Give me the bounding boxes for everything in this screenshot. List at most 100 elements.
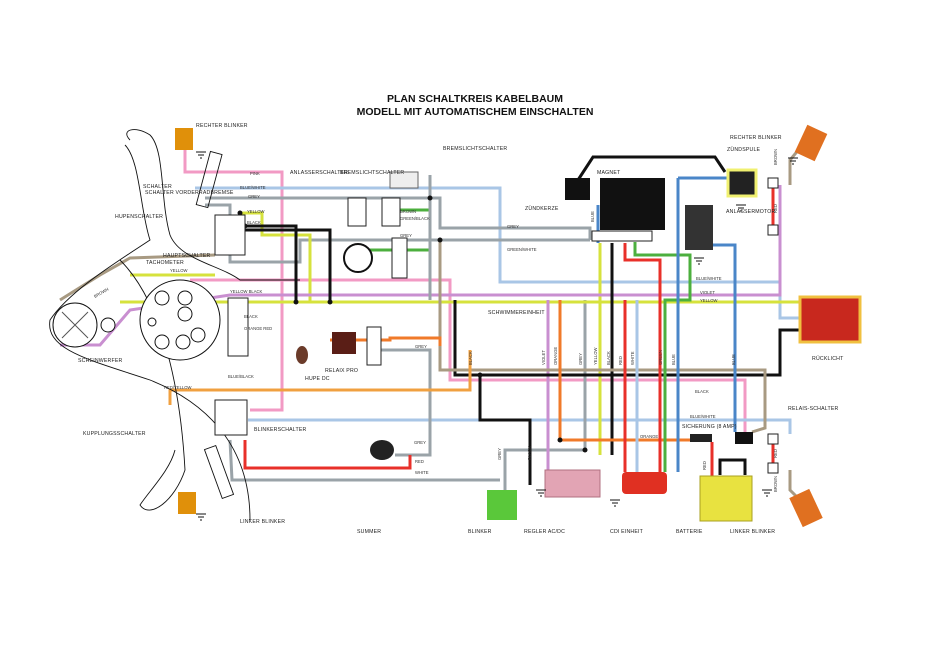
- wire-label: BROWN: [773, 149, 778, 165]
- wire-label: RED: [773, 449, 778, 458]
- zuendspule: [726, 168, 758, 198]
- anlassermotor: [685, 205, 713, 250]
- linker-blinker-rear-icon: [789, 488, 823, 528]
- wire-label: BLUE: [590, 211, 595, 222]
- rb-connector-1: [767, 177, 779, 189]
- summer: [370, 440, 394, 460]
- label-linker-blinker-rear: LINKER BLINKER: [730, 529, 775, 535]
- junction-dot: [427, 195, 433, 201]
- red-wire: [243, 440, 412, 470]
- wire-label: BLACK: [468, 351, 473, 365]
- wire-label: GREY: [578, 353, 583, 365]
- zuendkerze: [565, 178, 590, 200]
- label-rechter-blinker-rear: RECHTER BLINKER: [730, 135, 782, 141]
- label-tachometer: TACHOMETER: [146, 260, 184, 266]
- linker-blinker-front-icon: [178, 492, 196, 514]
- magnet: [600, 178, 665, 230]
- label-anlassermotor: ANLASSERMOTOR: [726, 209, 776, 215]
- wire-label: GREEN/BLACK: [400, 216, 430, 221]
- blinker: [487, 490, 517, 520]
- junction-dot: [237, 210, 243, 216]
- orange-light-wire: [168, 350, 472, 405]
- pink-wire: [183, 150, 284, 412]
- wire-label: GREEN: [658, 350, 663, 365]
- label-hupenschalter: HUPENSCHALTER: [115, 214, 163, 220]
- label-bremsschalter-hinten: BREMSLICHTSCHALTER: [340, 170, 404, 176]
- wire-label: WHITE: [415, 470, 429, 475]
- label-zuendkerze: ZÜNDKERZE: [525, 205, 559, 212]
- grey-wire: [503, 300, 587, 490]
- wire-label: BLUE/WHITE: [696, 276, 722, 281]
- wire-label: YELLOW: [700, 298, 718, 303]
- wire-label: BLACK: [247, 220, 261, 225]
- blue-wire: [712, 243, 737, 432]
- label-schalter: SCHALTER: [143, 184, 172, 190]
- wire-label: PINK: [250, 171, 260, 176]
- label-relais-schalter: RELAIS-SCHALTER: [788, 406, 839, 412]
- label-hauptschalter: HAUPTSCHALTER: [163, 253, 211, 259]
- hauptschalter-block: [214, 214, 246, 256]
- lb-connector-1: [767, 433, 779, 445]
- sicherung: [690, 434, 712, 442]
- wire-label: RED: [773, 204, 778, 213]
- junction-dot: [437, 237, 443, 243]
- relaix-pro: [332, 332, 356, 354]
- cdi: [622, 472, 667, 494]
- wire-label: GREY: [414, 440, 426, 445]
- wire-label: BLACK: [244, 314, 258, 319]
- wire-label: BROWN: [400, 209, 416, 214]
- label-blinker: BLINKER: [468, 529, 492, 535]
- wire-label: RED: [415, 459, 424, 464]
- label-batterie: BATTERIE: [676, 529, 703, 535]
- wire-label: BLUE/BLACK: [228, 374, 254, 379]
- pink-wire: [190, 278, 747, 435]
- switch-block-2: [381, 197, 401, 227]
- label-anlasserschalter: ANLASSERSCHALTER: [290, 170, 348, 176]
- relaix-connector: [366, 326, 382, 366]
- junction-dot: [582, 447, 588, 453]
- label-schalter-vorderradbremse: SCHALTER VORDERRADBREMSE: [145, 190, 234, 196]
- grey-wire: [228, 439, 500, 482]
- lb-connector-2: [767, 462, 779, 474]
- wire-label: ORANGE: [553, 347, 558, 365]
- label-hupe: HUPE DC: [305, 376, 330, 382]
- magnet-connector: [591, 230, 653, 242]
- title-line-2: MODELL MIT AUTOMATISCHEM EINSCHALTEN: [357, 106, 594, 118]
- brown-wire: [438, 240, 767, 434]
- wire-label: YELLOW: [247, 209, 265, 214]
- label-regler: REGLER AC/DC: [524, 529, 565, 535]
- anlasserschalter: [343, 243, 373, 273]
- black-wire: [478, 375, 532, 485]
- wire-label: GREY: [507, 224, 519, 229]
- label-cdi: CDI EINHEIT: [610, 529, 644, 535]
- label-schwimmereinheit: SCHWIMMEREINHEIT: [488, 310, 545, 316]
- wire-label: BLUE: [731, 354, 736, 365]
- wire-label: GREY: [497, 448, 502, 460]
- wire-label: ORANGE RED: [244, 326, 272, 331]
- wire-labels: PINK BLUE/WHITE GREY YELLOW BLACK BROWN …: [93, 149, 778, 492]
- label-sicherung: SICHERUNG (8 AMP): [682, 424, 737, 430]
- wire-label: WHITE: [630, 351, 635, 365]
- label-summer: SUMMER: [357, 529, 381, 535]
- label-magnet: MAGNET: [597, 170, 621, 176]
- grey-wire: [205, 203, 590, 264]
- wire-label: GREY: [400, 233, 412, 238]
- wire-label: BLACK: [606, 351, 611, 365]
- ruecklicht: [798, 295, 862, 344]
- regler: [544, 469, 601, 498]
- title-line-1: PLAN SCHALTKREIS KABELBAUM: [387, 93, 563, 105]
- wire-label: RED: [702, 461, 707, 470]
- component-labels: RECHTER BLINKER SCHALTER SCHALTER VORDER…: [78, 123, 844, 535]
- ground-symbols: [196, 151, 798, 521]
- label-ruecklicht: RÜCKLICHT: [812, 355, 844, 362]
- hupe: [296, 346, 308, 364]
- label-linker-blinker-front: LINKER BLINKER: [240, 519, 285, 525]
- wire-label: YELLOW: [170, 268, 188, 273]
- batterie: [699, 475, 753, 522]
- blue-white-wire: [195, 186, 800, 320]
- label-scheinwerfer: SCHEINWERFER: [78, 358, 123, 364]
- wire-label: GREY: [415, 344, 427, 349]
- junction-dot: [327, 299, 333, 305]
- black-wire: [718, 458, 747, 475]
